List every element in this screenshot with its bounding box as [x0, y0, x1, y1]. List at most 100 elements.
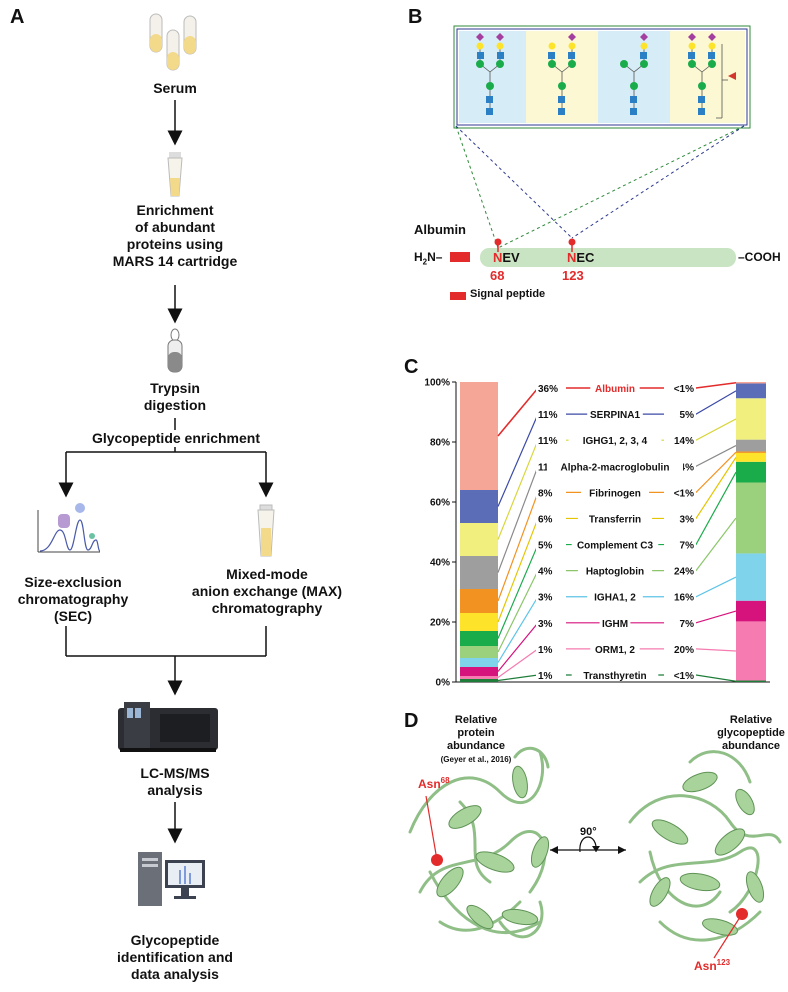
c-terminus-label: –COOH	[738, 250, 781, 264]
right-bar-segment	[736, 461, 766, 483]
asn123-label: Asn123	[694, 958, 731, 973]
right-bar-segment	[736, 383, 766, 399]
citation-label: (Geyer et al., 2016)	[440, 755, 512, 764]
site-68-position: 68	[490, 268, 505, 283]
right-bar-segment	[736, 621, 766, 681]
panel-label-b: B	[408, 6, 423, 28]
left-bar-segment	[460, 646, 498, 658]
label-bg	[664, 511, 696, 525]
right-bar-segment	[736, 398, 766, 440]
y-tick-label: 0%	[436, 678, 451, 689]
y-tick-label: 100%	[424, 378, 450, 389]
right-percent-label: 3%	[680, 514, 695, 525]
protein-name-label: IGHM	[602, 619, 628, 630]
label-bg	[587, 407, 643, 421]
label-bg	[536, 381, 566, 394]
workflow-graphics	[37, 13, 275, 906]
asn68-label: Asn68	[418, 776, 450, 791]
left-bar-segment	[460, 613, 498, 631]
glyco-enrichment-label: Glycopeptide enrichment	[84, 430, 268, 447]
right-percent-label: <1%	[674, 671, 694, 682]
protein-name-label: IGHA1, 2	[594, 593, 636, 604]
label-bg	[536, 537, 566, 551]
label-bg	[590, 381, 640, 394]
label-bg	[536, 511, 566, 525]
left-bar-segment	[460, 556, 498, 589]
label-bg	[664, 537, 696, 551]
panel-label-d: D	[404, 710, 419, 732]
protein-name-label: Fibrinogen	[589, 488, 641, 499]
label-bg	[568, 433, 662, 447]
protein-name-label: Haptoglobin	[586, 567, 644, 578]
lcms-label: LC-MS/MS analysis	[140, 765, 210, 798]
y-tick-label: 40%	[430, 558, 450, 569]
abundance-chart: 0%20%40%60%80%100%36%<1%Albumin11%5%SERP…	[424, 378, 770, 689]
label-bg	[536, 563, 566, 577]
left-percent-label: 8%	[538, 488, 553, 499]
panel-label-c: C	[404, 356, 419, 378]
right-percent-label: 5%	[680, 410, 695, 421]
left-percent-label: 11%	[538, 410, 558, 421]
label-bg	[664, 615, 696, 629]
left-bar-segment	[460, 382, 498, 490]
sec-chromatogram-icon	[37, 503, 101, 553]
label-bg	[536, 589, 566, 603]
label-bg	[536, 615, 566, 629]
protein-name-label: Alpha-2-macroglobulin	[561, 462, 670, 473]
albumin-label: Albumin	[414, 222, 466, 237]
right-percent-label: 4%	[680, 462, 695, 473]
n-terminus-label: H2N–	[414, 250, 443, 267]
right-bar-segment	[736, 553, 766, 601]
label-bg	[664, 589, 696, 603]
left-percent-label: 4%	[538, 567, 553, 578]
y-tick-label: 60%	[430, 498, 450, 509]
label-bg	[536, 641, 566, 655]
label-bg	[546, 459, 684, 473]
label-bg	[590, 641, 640, 655]
panel-d-graphics	[408, 746, 782, 959]
digestion-tube-icon	[167, 328, 183, 373]
protein-name-label: Complement C3	[577, 541, 654, 552]
protein-name-label: Transferrin	[589, 514, 641, 525]
right-bar-segment	[736, 600, 766, 622]
right-percent-label: 7%	[680, 541, 695, 552]
signal-peptide-legend: Signal peptide	[470, 288, 546, 300]
left-percent-label: 1%	[538, 645, 553, 656]
glycan-structures-icon	[476, 33, 736, 119]
y-tick-label: 20%	[430, 618, 450, 629]
left-percent-label: 6%	[538, 514, 553, 525]
right-percent-label: <1%	[674, 488, 694, 499]
right-percent-label: 20%	[674, 645, 694, 656]
label-bg	[664, 381, 696, 394]
trypsin-label: Trypsin digestion	[143, 380, 207, 413]
left-bar-segment	[460, 676, 498, 679]
right-percent-label: 24%	[674, 567, 694, 578]
mars-cartridge-icon	[167, 152, 183, 197]
site-123-sequence: NEC	[567, 250, 595, 265]
panel-label-a: A	[10, 6, 25, 28]
lcms-instrument-icon	[118, 702, 218, 752]
left-percent-label: 5%	[538, 541, 553, 552]
label-bg	[664, 563, 696, 577]
serum-label: Serum	[153, 80, 197, 96]
right-bar-segment	[736, 680, 766, 682]
left-axis-label: Relative protein abundance (Geyer et al.…	[438, 714, 514, 766]
label-bg	[536, 485, 566, 499]
label-bg	[664, 433, 696, 447]
label-bg	[571, 537, 659, 551]
left-bar-segment	[460, 679, 498, 682]
max-label: Mixed-mode anion exchange (MAX) chromato…	[191, 566, 343, 616]
protein-name-label: Albumin	[595, 384, 635, 395]
left-percent-label: 36%	[538, 384, 558, 395]
sec-label: Size-exclusion chromatography (SEC)	[17, 574, 129, 624]
panel-b-graphics	[450, 25, 751, 300]
site-123-position: 123	[562, 268, 584, 283]
label-bg	[571, 668, 659, 681]
computer-icon	[138, 852, 205, 906]
right-bar-segment	[736, 452, 766, 462]
left-percent-label: 11%	[538, 436, 558, 447]
right-bar-segment	[736, 439, 766, 452]
label-bg	[581, 485, 649, 499]
label-bg	[577, 511, 653, 525]
right-percent-label: 16%	[674, 593, 694, 604]
